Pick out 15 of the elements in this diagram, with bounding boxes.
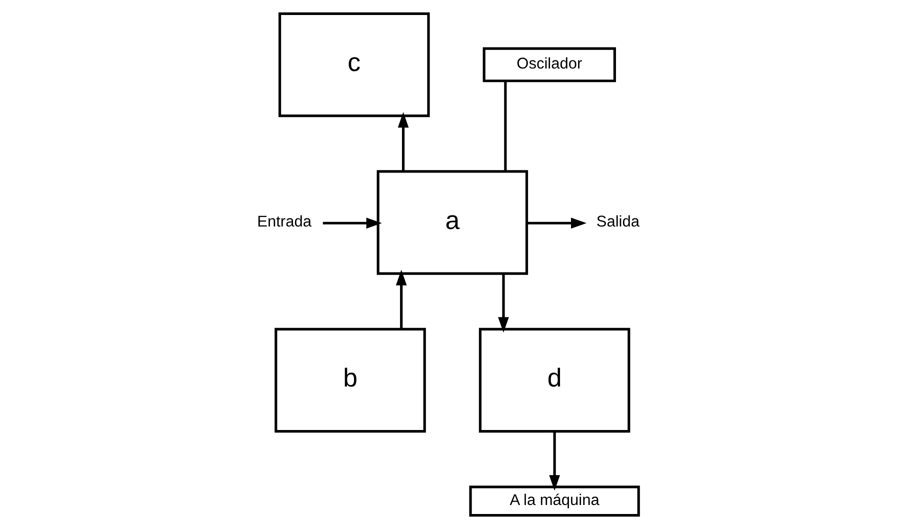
node-box: d [478, 328, 630, 433]
node-text: Salida [596, 213, 640, 230]
node-box: Oscilador [482, 47, 616, 82]
arrow [549, 432, 560, 491]
node-box: c [278, 12, 430, 118]
arrow [398, 112, 409, 171]
node-box: b [274, 328, 426, 433]
node-box: A la máquina [469, 486, 640, 517]
connector [504, 81, 507, 172]
node-text: Entrada [257, 213, 312, 230]
arrow [322, 218, 382, 229]
arrow [396, 270, 407, 329]
node-box: a [376, 170, 528, 275]
arrow [526, 218, 587, 229]
arrow [498, 274, 509, 333]
